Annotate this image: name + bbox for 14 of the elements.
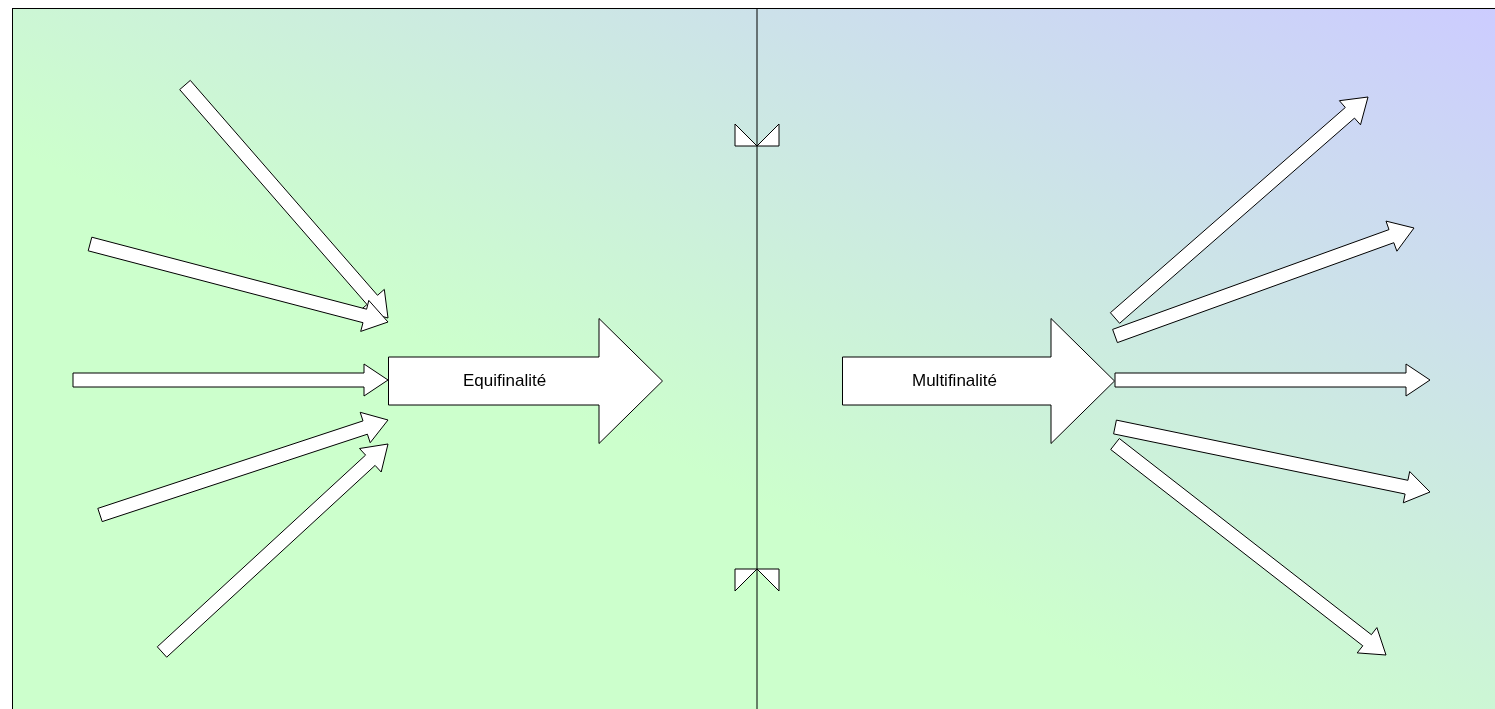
block-arrow [388,318,663,444]
arrow [156,443,389,658]
node-label: Equifinalité [463,371,547,391]
arrow [1110,438,1387,656]
arrow [1112,220,1415,344]
arrow [97,411,389,523]
block-arrow [842,318,1115,444]
arrow [1114,363,1431,397]
arrow [1109,96,1369,324]
node-label: Multifinalité [912,371,998,391]
arrow [1113,419,1431,504]
arrow [87,236,389,332]
arrow [179,79,389,319]
arrow [72,363,389,397]
